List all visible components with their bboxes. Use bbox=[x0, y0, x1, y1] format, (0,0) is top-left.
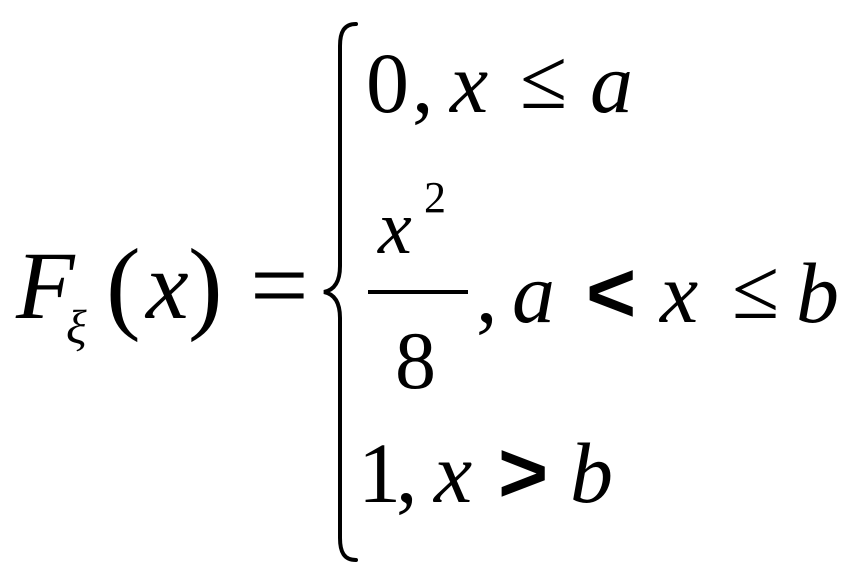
case3-comma: , bbox=[396, 425, 418, 521]
case3-bound: b bbox=[570, 425, 613, 521]
case1-value: 0 bbox=[366, 35, 409, 131]
case2-numerator-base: x bbox=[378, 186, 412, 270]
case3-relation: > bbox=[498, 425, 549, 521]
case1-relation: ≤ bbox=[520, 31, 568, 127]
close-paren: ) bbox=[188, 228, 223, 343]
case2-denominator: 8 bbox=[395, 315, 436, 406]
function-subscript: ξ bbox=[66, 301, 87, 354]
case2-relation-right: ≤ bbox=[732, 241, 780, 337]
case2-variable: x bbox=[660, 245, 699, 341]
equals-sign: = bbox=[250, 228, 309, 343]
function-name: F bbox=[16, 232, 75, 339]
case1-variable: x bbox=[450, 35, 489, 131]
fraction-bar bbox=[368, 290, 468, 294]
function-argument: x bbox=[146, 232, 189, 339]
case2-lower-bound: a bbox=[512, 245, 555, 341]
case1-bound: a bbox=[590, 35, 633, 131]
left-brace-icon bbox=[323, 22, 358, 562]
case3-value: 1 bbox=[358, 425, 401, 521]
case2-upper-bound: b bbox=[796, 245, 839, 341]
case2-comma: , bbox=[476, 245, 498, 341]
open-paren: ( bbox=[106, 228, 141, 343]
case2-relation-left: < bbox=[586, 245, 637, 341]
case1-comma: , bbox=[412, 35, 434, 131]
case2-numerator-exponent: 2 bbox=[424, 173, 446, 222]
case3-variable: x bbox=[434, 425, 473, 521]
